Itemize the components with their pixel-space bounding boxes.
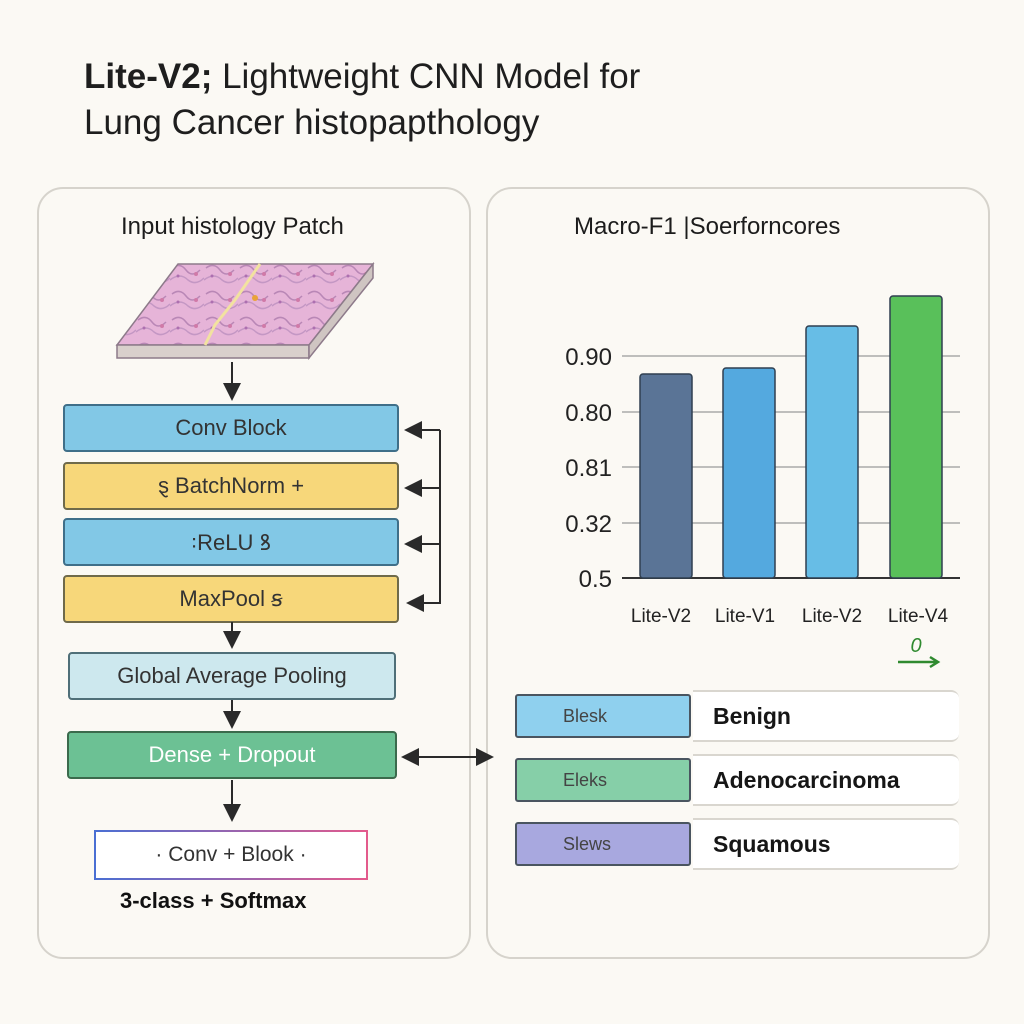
layer-block-0: Conv Block: [63, 404, 399, 452]
layer-block-4: Global Average Pooling: [68, 652, 396, 700]
layer-block-1: ȿ BatchNorm +: [63, 462, 399, 510]
title-rest: Lightweight CNN Model for: [212, 57, 641, 96]
legend-swatch-2: Slews: [515, 822, 691, 866]
page-title: Lite-V2; Lightweight CNN Model for Lung …: [84, 54, 640, 146]
legend-class-2: Squamous: [693, 818, 959, 870]
legend-swatch-1: Eleks: [515, 758, 691, 802]
legend-class-1: Adenocarcinoma: [693, 754, 959, 806]
title-bold: Lite-V2;: [84, 57, 213, 96]
output-block: · Conv + Blook ·: [94, 830, 368, 880]
output-label: 3-class + Softmax: [120, 888, 307, 913]
legend-swatch-0: Blesk: [515, 694, 691, 738]
input-patch-heading: Input histology Patch: [121, 213, 344, 240]
layer-block-2: ꞉ReLU ꝸ: [63, 518, 399, 566]
title-line2: Lung Cancer histopapthology: [84, 103, 540, 142]
legend-class-0: Benign: [693, 690, 959, 742]
layer-block-5: Dense + Dropout: [67, 731, 397, 779]
layer-block-3: MaxPool ꞩ: [63, 575, 399, 623]
chart-heading: Macro-F1 |Soerforncores: [574, 213, 841, 240]
